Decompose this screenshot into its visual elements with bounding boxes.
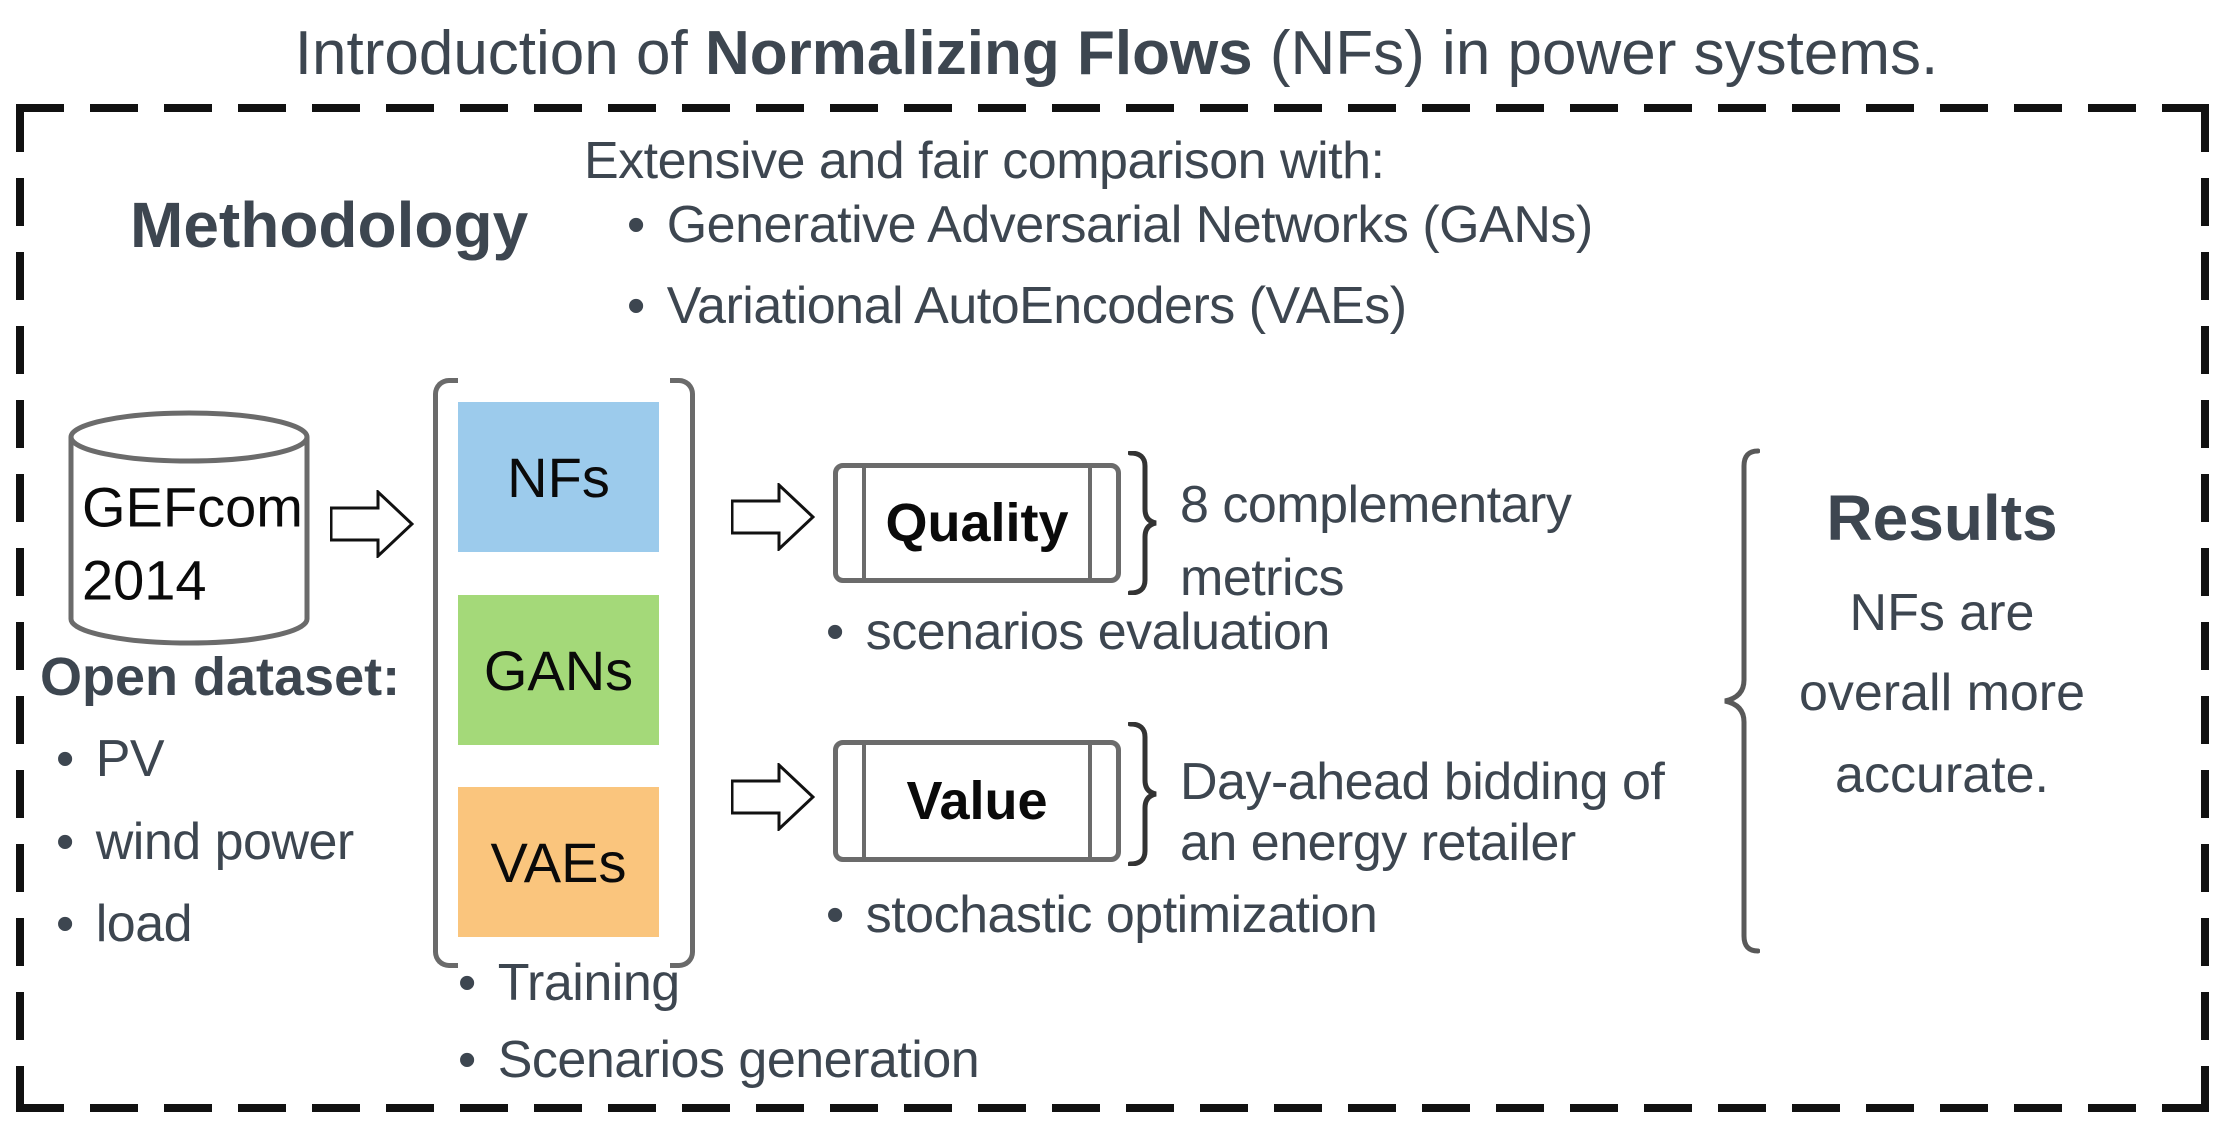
quality-bullet-item: •scenarios evaluation (826, 603, 1330, 661)
results-line: NFs are (1849, 584, 2035, 642)
bullet-icon: • (627, 277, 645, 335)
model-label: VAEs (490, 830, 627, 894)
model-box-nfs: NFs (458, 402, 659, 552)
results-heading: Results (1826, 482, 2058, 554)
database-cylinder: GEFcom 2014 (66, 410, 312, 648)
model-box-gans: GANs (458, 595, 659, 745)
models-bracket-left (433, 378, 458, 968)
bullet-icon: • (56, 730, 74, 788)
comparison-item-gans: •Generative Adversarial Networks (GANs) (627, 196, 1593, 254)
comparison-intro: Extensive and fair comparison with: (584, 132, 1385, 190)
title-suffix: (NFs) in power systems. (1252, 18, 1939, 88)
bullet-icon: • (458, 1031, 476, 1089)
brace-icon (1128, 451, 1157, 595)
value-box: Value (833, 740, 1121, 862)
value-note-line2: an energy retailer (1180, 814, 1576, 872)
dataset-item-pv: •PV (56, 730, 165, 788)
process-box-side-line (862, 467, 866, 579)
title-bold: Normalizing Flows (704, 18, 1253, 88)
model-box-vaes: VAEs (458, 787, 659, 937)
results-line: accurate. (1835, 746, 2049, 804)
process-box-side-line (862, 744, 866, 858)
frame-border-left (16, 104, 24, 1112)
title-prefix: Introduction of (294, 18, 705, 88)
value-label: Value (906, 771, 1048, 831)
frame-border-right (2201, 104, 2209, 1112)
model-label: NFs (507, 445, 610, 509)
methodology-heading: Methodology (130, 189, 529, 261)
database-label-line1: GEFcom (82, 475, 303, 539)
arrow-right-icon (330, 490, 414, 558)
open-dataset-heading: Open dataset: (40, 647, 401, 707)
bullet-icon: • (56, 895, 74, 953)
model-step-training: •Training (458, 954, 680, 1012)
process-box-side-line (1088, 744, 1092, 858)
quality-label: Quality (885, 493, 1069, 553)
dataset-item-wind: •wind power (56, 813, 354, 871)
frame-border-bottom (16, 1104, 2209, 1112)
quality-note-line1: 8 complementary (1180, 476, 1572, 534)
bullet-icon: • (458, 954, 476, 1012)
database-icon (68, 410, 310, 646)
bullet-icon: • (826, 886, 844, 944)
results-brace-icon (1724, 448, 1760, 954)
quality-box: Quality (833, 463, 1121, 583)
bullet-icon: • (627, 196, 645, 254)
models-bracket-right (670, 378, 695, 968)
arrow-right-icon (731, 483, 815, 551)
results-line: overall more (1798, 664, 2086, 722)
quality-note-line2: metrics (1180, 549, 1345, 607)
comparison-item-vaes: •Variational AutoEncoders (VAEs) (627, 277, 1407, 335)
model-step-scenarios: •Scenarios generation (458, 1031, 980, 1089)
arrow-right-icon (731, 763, 815, 831)
bullet-icon: • (56, 813, 74, 871)
value-bullet-item: •stochastic optimization (826, 886, 1378, 944)
value-note-line1: Day-ahead bidding of (1180, 753, 1665, 811)
dataset-item-load: •load (56, 895, 193, 953)
results-section: Results NFs are overall more accurate. (1762, 0, 2122, 1144)
page-title: Introduction of Normalizing Flows (NFs) … (0, 18, 2233, 88)
brace-icon (1128, 722, 1157, 866)
model-label: GANs (483, 638, 634, 702)
process-box-side-line (1088, 467, 1092, 579)
frame-border-top (16, 104, 2209, 112)
database-label-line2: 2014 (82, 548, 207, 612)
bullet-icon: • (826, 603, 844, 661)
